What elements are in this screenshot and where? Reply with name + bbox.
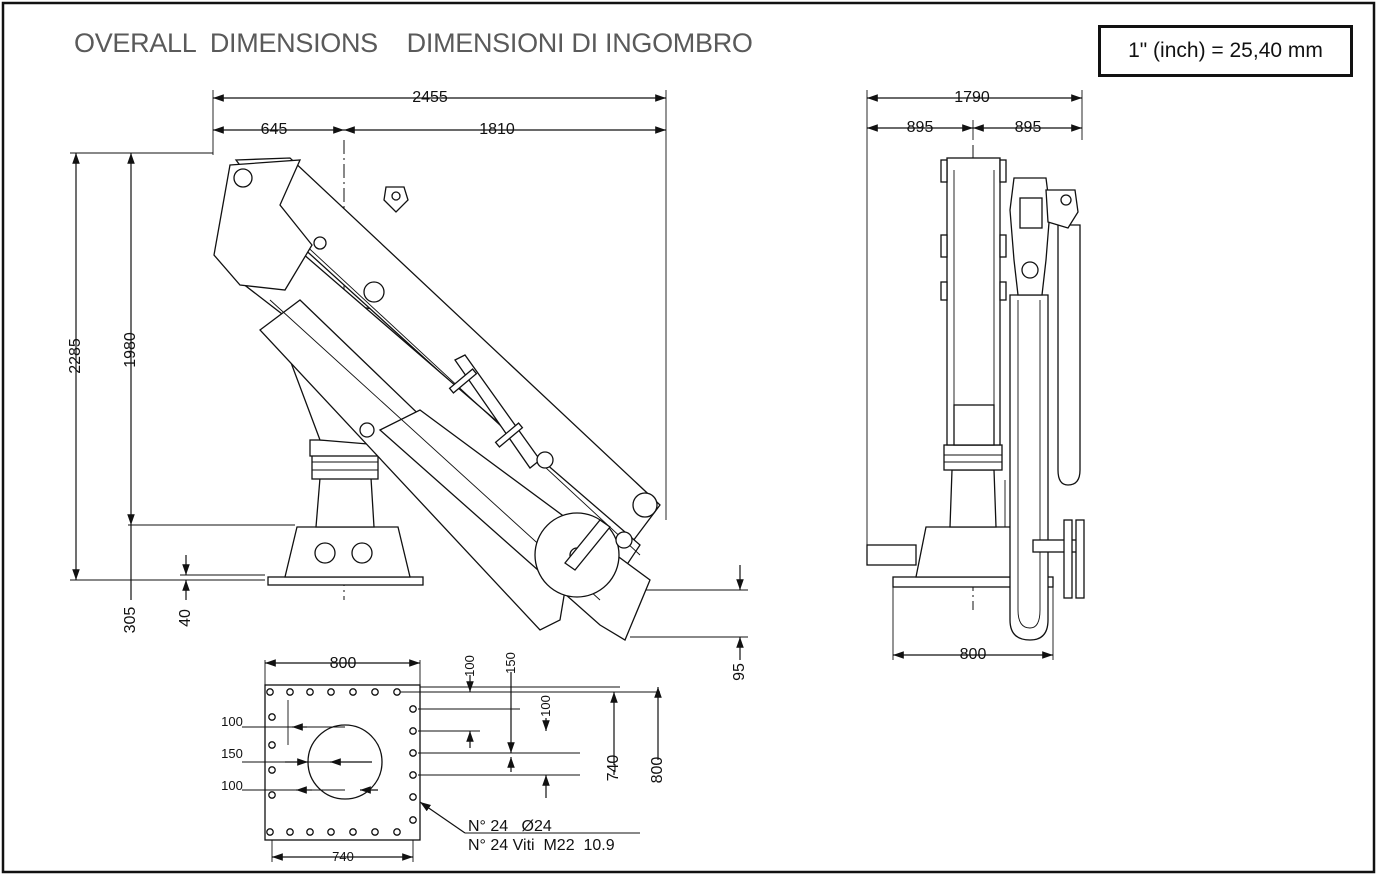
drawing-title: OVERALL DIMENSIONS DIMENSIONI DI INGOMBR… [74, 28, 753, 58]
plan-dim-800-height: 800 [649, 757, 666, 784]
front-pivot-bracket [1045, 189, 1079, 229]
side-base-housing [284, 526, 411, 578]
dim-95: 95 [731, 663, 748, 681]
plan-dim-740-height: 740 [605, 755, 622, 782]
dim-800-front: 800 [960, 646, 987, 663]
plan-dim-left-150: 150 [221, 746, 243, 761]
dim-305: 305 [122, 607, 139, 634]
plan-dim-740: 740 [332, 849, 354, 864]
plan-dim-left-100-top: 100 [221, 714, 243, 729]
front-slewing-ring [943, 444, 1003, 471]
plan-dim-800: 800 [330, 655, 357, 672]
side-base-plate [267, 576, 424, 586]
front-boom [946, 157, 1001, 446]
dim-895-right: 895 [1015, 119, 1042, 136]
plan-dim-top-100: 100 [462, 655, 477, 677]
dim-1790: 1790 [954, 89, 990, 106]
dim-895-left: 895 [907, 119, 934, 136]
plan-bolts-note: N° 24 Viti M22 10.9 [468, 837, 615, 854]
plan-dim-left-100-bottom: 100 [221, 778, 243, 793]
side-slewing-ring [311, 454, 379, 480]
front-cylinder [1057, 224, 1081, 486]
front-jib [1009, 294, 1049, 641]
front-view: 1790 895 895 800 [866, 89, 1085, 663]
unit-conversion-box: 1" (inch) = 25,40 mm [1098, 25, 1353, 77]
side-winch-lever [564, 519, 611, 571]
plan-dim-right-100: 100 [538, 695, 553, 717]
plan-holes-note: N° 24 Ø24 [468, 818, 552, 835]
front-column [949, 469, 997, 528]
side-view: 2455 645 1810 2285 1980 305 40 95 [67, 89, 748, 681]
dim-2285: 2285 [67, 338, 84, 374]
dim-1810: 1810 [479, 121, 515, 138]
plan-dim-top-150: 150 [503, 652, 518, 674]
dim-645: 645 [261, 121, 288, 138]
side-boom-head [213, 159, 313, 291]
dim-2455: 2455 [412, 89, 448, 106]
dim-1980: 1980 [122, 332, 139, 368]
plan-bolt-holes [266, 688, 417, 836]
base-plate-plan: 800 740 100 150 100 [221, 652, 666, 864]
side-column [315, 477, 375, 528]
dim-40: 40 [177, 609, 194, 627]
